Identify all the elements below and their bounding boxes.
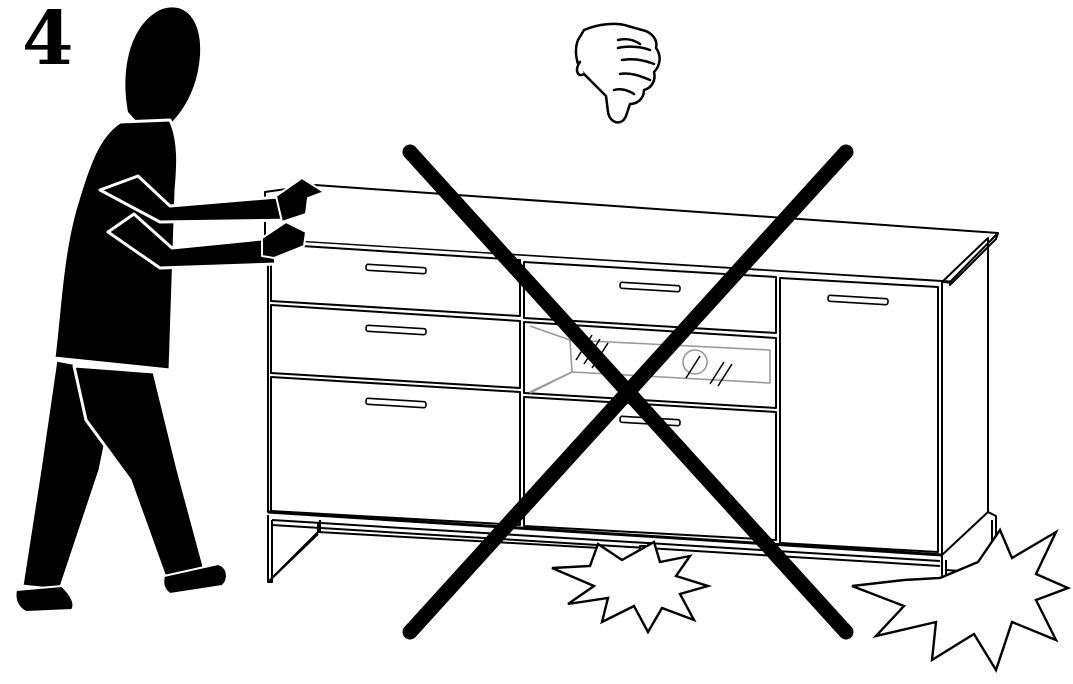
drawer-bottom-middle bbox=[523, 396, 777, 541]
cabinet-door-right bbox=[779, 277, 939, 553]
impact-burst-icon bbox=[551, 527, 1072, 673]
person-head bbox=[125, 7, 201, 137]
person-hand-lower bbox=[261, 221, 307, 259]
cross-mark-icon bbox=[402, 144, 854, 640]
drawer-handles bbox=[365, 263, 889, 427]
person-foot-front bbox=[162, 563, 228, 595]
drawer-top-right bbox=[523, 261, 777, 334]
step-number: 4 bbox=[22, 0, 74, 82]
thumbs-down-icon bbox=[574, 22, 661, 124]
person-silhouette bbox=[14, 7, 325, 613]
sideboard bbox=[264, 184, 999, 629]
person-hand-upper bbox=[275, 177, 325, 223]
drawer-bottom-left bbox=[270, 376, 521, 526]
drawer-top-left bbox=[270, 243, 521, 317]
person-foot-back bbox=[14, 585, 75, 613]
drawer-middle-left bbox=[270, 304, 521, 389]
